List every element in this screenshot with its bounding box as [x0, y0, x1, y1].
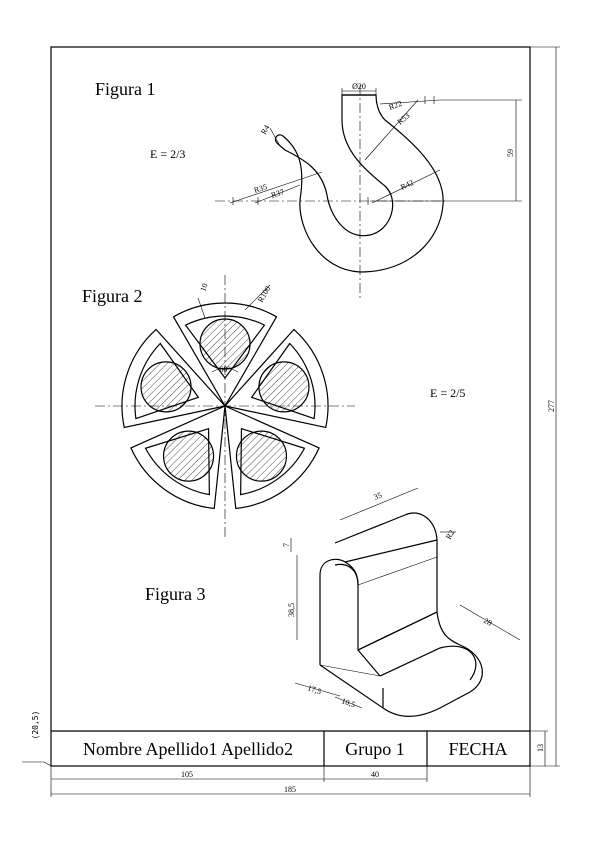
- sector-inner-outline: [240, 427, 306, 496]
- dim-r2: R2: [444, 528, 456, 541]
- dim-r35: R35: [253, 182, 268, 195]
- drawing-border: [50, 46, 531, 767]
- dim-r53: R53: [396, 111, 412, 126]
- dim-r22: R22: [388, 99, 404, 112]
- hatched-circle: [162, 430, 215, 482]
- dim-frame-width: 185: [284, 785, 296, 794]
- hatched-circle: [140, 361, 192, 413]
- title-block-date: FECHA: [448, 739, 507, 759]
- figure3: Figura 3 35 7 38,5 28 17,5 10,5 R2: [145, 487, 521, 717]
- hatched-circle: [199, 318, 251, 370]
- title-block: Nombre Apellido1 Apellido2 Grupo 1 FECHA: [51, 730, 530, 766]
- sector-outline: [130, 405, 226, 510]
- figure2: Figura 2 E = 2/5 10 R100 60°: [82, 275, 465, 540]
- hatched-circle: [258, 361, 310, 413]
- figure1-scale: E = 2/3: [150, 147, 185, 161]
- figure3-label: Figura 3: [145, 584, 206, 604]
- figure1-label: Figura 1: [95, 79, 156, 99]
- figure1: Figura 1 E = 2/3 Ø20 R22 R53 59 R4 R35 R…: [95, 79, 522, 300]
- sector-outline: [223, 328, 329, 429]
- dim-d28: 28: [482, 616, 493, 628]
- hatched-circle: [235, 430, 288, 482]
- dim-r4: R4: [259, 123, 271, 136]
- sector-outline: [224, 405, 320, 510]
- back-plate: [334, 512, 438, 651]
- dim-frame-height: 277: [547, 400, 556, 412]
- dim-r37: R37: [270, 187, 285, 200]
- base-plate: [319, 611, 483, 717]
- dim-corner: (20,5): [31, 711, 40, 740]
- dim-a60: 60°: [219, 365, 230, 374]
- dim-v59: 59: [506, 149, 515, 157]
- frame-dimensions: 105 40 185 277 13 (20,5): [22, 46, 560, 797]
- figure2-scale: E = 2/5: [430, 386, 465, 400]
- hook-outline: [274, 94, 444, 273]
- sector-outline: [121, 328, 227, 429]
- sector-inner-outline: [144, 427, 210, 496]
- sector-inner-outline: [134, 342, 200, 420]
- dim-d7: 7: [282, 543, 291, 547]
- dim-d35: 35: [372, 491, 383, 502]
- dim-d20: Ø20: [352, 82, 366, 91]
- title-block-name: Nombre Apellido1 Apellido2: [83, 739, 293, 759]
- dim-d385: 38,5: [287, 603, 296, 617]
- sector-inner-outline: [184, 315, 266, 380]
- dim-d10: 10: [198, 282, 209, 293]
- sector-group: [121, 302, 329, 510]
- dim-name-width: 105: [181, 770, 193, 779]
- dim-d175: 17,5: [306, 683, 322, 696]
- dim-r100: R100: [256, 284, 272, 304]
- title-block-group: Grupo 1: [345, 739, 405, 759]
- figure2-label: Figura 2: [82, 286, 143, 306]
- sector-outline: [172, 302, 278, 408]
- dim-title-height: 13: [536, 744, 545, 752]
- dim-r42: R42: [399, 178, 415, 192]
- dim-d105: 10,5: [340, 696, 356, 709]
- sector-inner-outline: [250, 342, 316, 420]
- dim-group-width: 40: [371, 770, 379, 779]
